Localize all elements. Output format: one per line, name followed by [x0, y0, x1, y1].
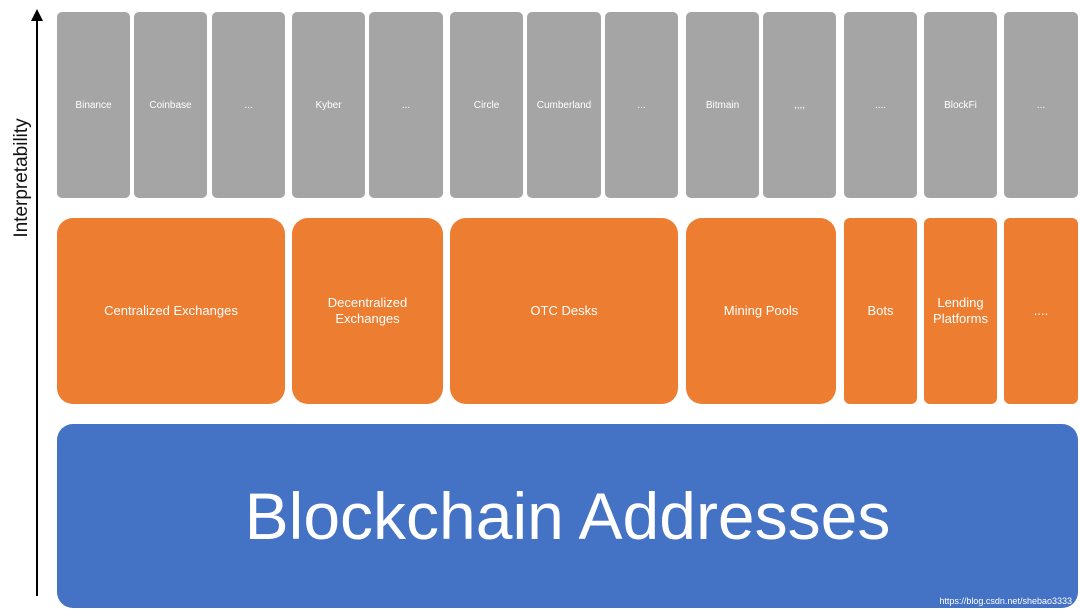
- entity-box: Cumberland: [527, 12, 601, 198]
- entity-box: Coinbase: [134, 12, 207, 198]
- category-box: OTC Desks: [450, 218, 678, 404]
- axis-arrow-up-icon: [31, 9, 43, 21]
- entity-box: Kyber: [292, 12, 365, 198]
- category-box: Lending Platforms: [924, 218, 997, 404]
- watermark: https://blog.csdn.net/shebao3333: [939, 596, 1072, 606]
- entity-box: Binance: [57, 12, 130, 198]
- entity-box: Circle: [450, 12, 523, 198]
- category-box: ....: [1004, 218, 1078, 404]
- interpretability-axis-line: [36, 18, 38, 596]
- category-box: Mining Pools: [686, 218, 836, 404]
- category-box: Bots: [844, 218, 917, 404]
- entity-box: ...: [369, 12, 443, 198]
- entity-box: ...: [212, 12, 285, 198]
- entity-box: ....: [844, 12, 917, 198]
- category-box: Centralized Exchanges: [57, 218, 285, 404]
- entity-box: BlockFi: [924, 12, 997, 198]
- blockchain-addresses-base: Blockchain Addresses: [57, 424, 1078, 608]
- entity-box: ...: [605, 12, 678, 198]
- entity-box: ,,,,: [763, 12, 836, 198]
- entity-box: Bitmain: [686, 12, 759, 198]
- category-box: Decentralized Exchanges: [292, 218, 443, 404]
- axis-label: Interpretability: [11, 118, 32, 238]
- entity-box: ...: [1004, 12, 1078, 198]
